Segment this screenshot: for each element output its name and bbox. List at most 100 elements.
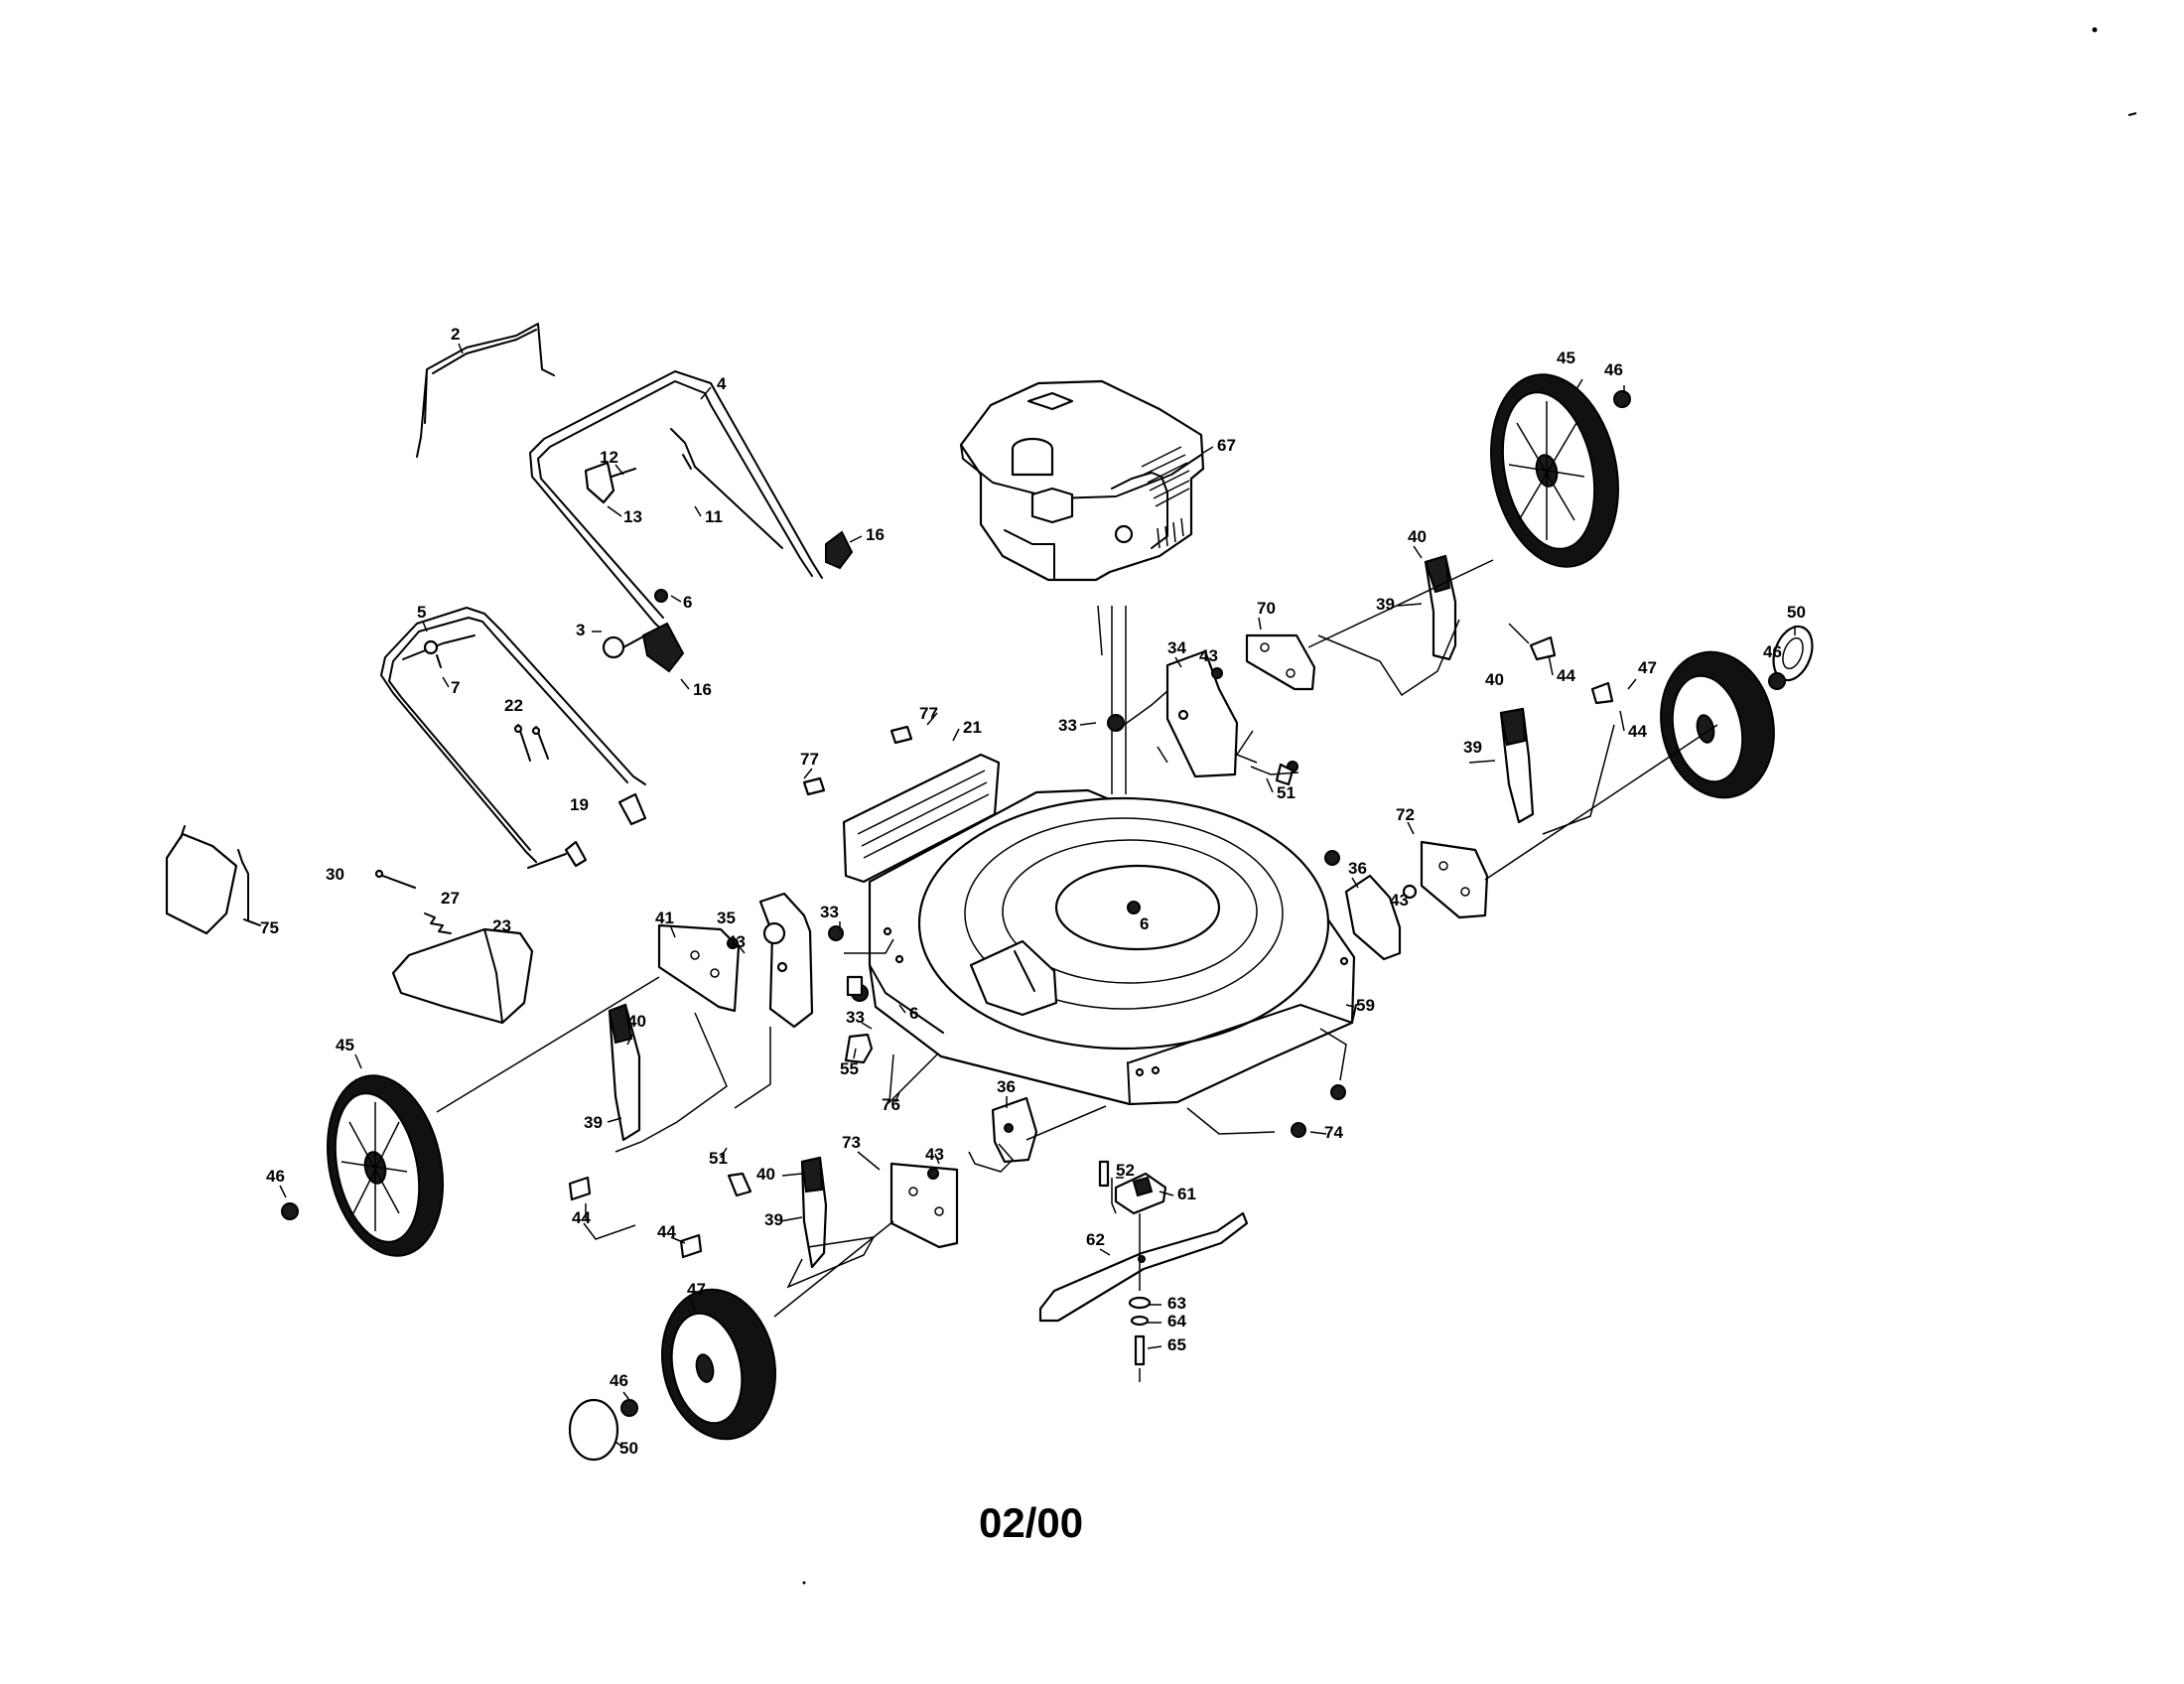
callout-45: 45 — [336, 1036, 354, 1054]
cable-clip-part — [641, 530, 854, 673]
callout-73: 73 — [842, 1133, 861, 1152]
diagram-date-code: 02/00 — [979, 1499, 1083, 1546]
rear-deflector-door-part — [391, 927, 534, 1025]
rear-right-wheel-part — [1490, 373, 1619, 568]
deflector-hinge-part — [844, 1033, 874, 1064]
callout-47: 47 — [1638, 658, 1657, 677]
callout-leader-ticks — [279, 343, 1796, 1449]
callout-44: 44 — [657, 1222, 676, 1241]
callout-46: 46 — [1763, 642, 1782, 661]
callout-46: 46 — [1604, 360, 1623, 379]
callout-44: 44 — [1557, 666, 1575, 685]
callout-75: 75 — [260, 918, 279, 937]
callout-50: 50 — [619, 1439, 638, 1458]
callout-74: 74 — [1324, 1123, 1343, 1142]
callout-77: 77 — [800, 750, 819, 769]
callout-33: 33 — [846, 1008, 865, 1027]
part-callout-numbers: 2 4 12 13 11 16 6 3 16 5 7 22 19 30 27 2… — [260, 325, 1806, 1458]
height-adjuster-lever-parts — [608, 554, 1535, 1269]
callout-33: 33 — [1058, 716, 1077, 735]
callout-65: 65 — [1167, 1335, 1186, 1354]
callout-16: 16 — [693, 680, 712, 699]
upper-handle-control-bar-part — [416, 323, 555, 458]
callout-21: 21 — [963, 718, 982, 737]
callout-55: 55 — [840, 1059, 859, 1078]
handle-knob-part — [584, 461, 636, 504]
callout-45: 45 — [1557, 349, 1575, 367]
rear-left-wheel-part — [326, 1074, 445, 1257]
lower-handle-part — [380, 607, 646, 863]
callout-67: 67 — [1217, 436, 1236, 455]
rear-door-rod-part — [374, 869, 416, 889]
callout-43: 43 — [727, 932, 746, 951]
callout-46: 46 — [266, 1167, 285, 1186]
callout-62: 62 — [1086, 1230, 1105, 1249]
mower-deck-part — [868, 788, 1357, 1106]
callout-5: 5 — [417, 603, 426, 622]
callout-22: 22 — [504, 696, 523, 715]
callout-40: 40 — [756, 1165, 775, 1184]
callout-6: 6 — [909, 1004, 918, 1023]
callout-39: 39 — [764, 1210, 783, 1229]
callout-72: 72 — [1396, 805, 1415, 824]
axle-plate-rear-left-part — [657, 923, 741, 1013]
engine-mount-guide-lines — [1097, 605, 1127, 794]
callout-44: 44 — [572, 1208, 591, 1227]
callout-39: 39 — [1463, 738, 1482, 757]
engine-part — [959, 379, 1205, 582]
hardware-bolts-and-nuts — [281, 390, 1786, 1417]
callout-13: 13 — [623, 507, 642, 526]
handle-bolt-part — [602, 589, 668, 659]
left-rear-bracket-part — [758, 892, 814, 1029]
callout-34: 34 — [1167, 638, 1186, 657]
callout-39: 39 — [584, 1113, 603, 1132]
callout-43: 43 — [1199, 646, 1218, 665]
callout-52: 52 — [1116, 1161, 1135, 1180]
callout-12: 12 — [600, 448, 618, 467]
callout-36: 36 — [1348, 859, 1367, 878]
callout-41: 41 — [655, 909, 674, 927]
front-left-bracket-part — [991, 1096, 1038, 1164]
callout-59: 59 — [1356, 996, 1375, 1015]
callout-30: 30 — [326, 865, 344, 884]
callout-4: 4 — [717, 374, 727, 393]
callout-44: 44 — [1628, 722, 1647, 741]
callout-46: 46 — [610, 1371, 628, 1390]
rear-skirt-plate-part — [842, 753, 1001, 884]
front-left-wheel-part — [660, 1288, 777, 1441]
callout-40: 40 — [1408, 527, 1427, 546]
axle-plate-front-left-part — [889, 1162, 959, 1249]
callout-7: 7 — [451, 678, 460, 697]
front-right-wheel-part — [1660, 650, 1775, 799]
door-spring-part — [424, 912, 452, 934]
callout-11: 11 — [705, 507, 723, 526]
callout-51: 51 — [1277, 783, 1296, 802]
callout-3: 3 — [576, 621, 585, 639]
callout-6: 6 — [683, 593, 692, 612]
handle-bracket-part — [527, 792, 647, 869]
blade-bolt-washer-parts — [1098, 1160, 1152, 1366]
spring-pin-part — [513, 724, 549, 762]
callout-40: 40 — [627, 1012, 646, 1031]
callout-40: 40 — [1485, 670, 1504, 689]
callout-64: 64 — [1167, 1312, 1186, 1331]
callout-16: 16 — [866, 525, 885, 544]
callout-63: 63 — [1167, 1294, 1186, 1313]
right-rear-bracket-part — [1165, 649, 1239, 778]
upper-handle-part — [529, 370, 823, 638]
callout-39: 39 — [1376, 595, 1395, 614]
callout-43: 43 — [1390, 891, 1409, 910]
front-right-bracket-part — [1344, 874, 1402, 961]
callout-61: 61 — [1177, 1185, 1196, 1203]
callout-2: 2 — [451, 325, 460, 344]
callout-77: 77 — [919, 704, 938, 723]
callout-50: 50 — [1787, 603, 1806, 622]
callout-36: 36 — [997, 1077, 1016, 1096]
cutting-blade-part — [1038, 1211, 1249, 1323]
callout-33: 33 — [820, 903, 839, 921]
grass-bag-frame-part — [165, 825, 261, 935]
callout-70: 70 — [1257, 599, 1276, 618]
callout-19: 19 — [570, 795, 589, 814]
callout-47: 47 — [687, 1280, 706, 1299]
